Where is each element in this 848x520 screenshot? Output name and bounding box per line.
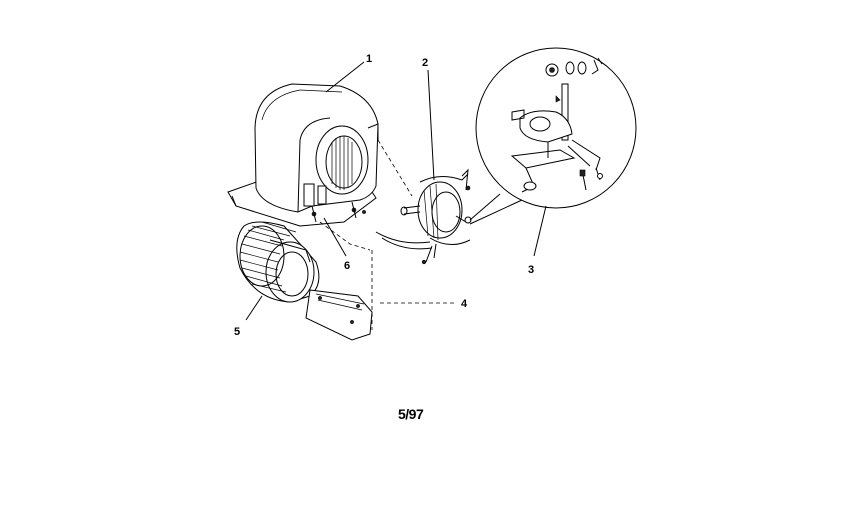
callout-1: 1 [366,53,372,65]
callout-3: 3 [528,264,534,276]
motor-mount-detail [469,47,637,257]
callout-leaders [245,61,435,321]
cutoff-plate [305,289,373,341]
blower-wheel [236,221,320,303]
date-code: 5/97 [398,406,424,422]
mounting-hardware [323,217,347,257]
blower-housing [227,83,379,227]
callout-5: 5 [234,326,240,338]
callout-2: 2 [422,57,428,69]
blower-motor [375,168,472,265]
callout-6: 6 [344,260,350,272]
callout-4: 4 [461,298,468,310]
